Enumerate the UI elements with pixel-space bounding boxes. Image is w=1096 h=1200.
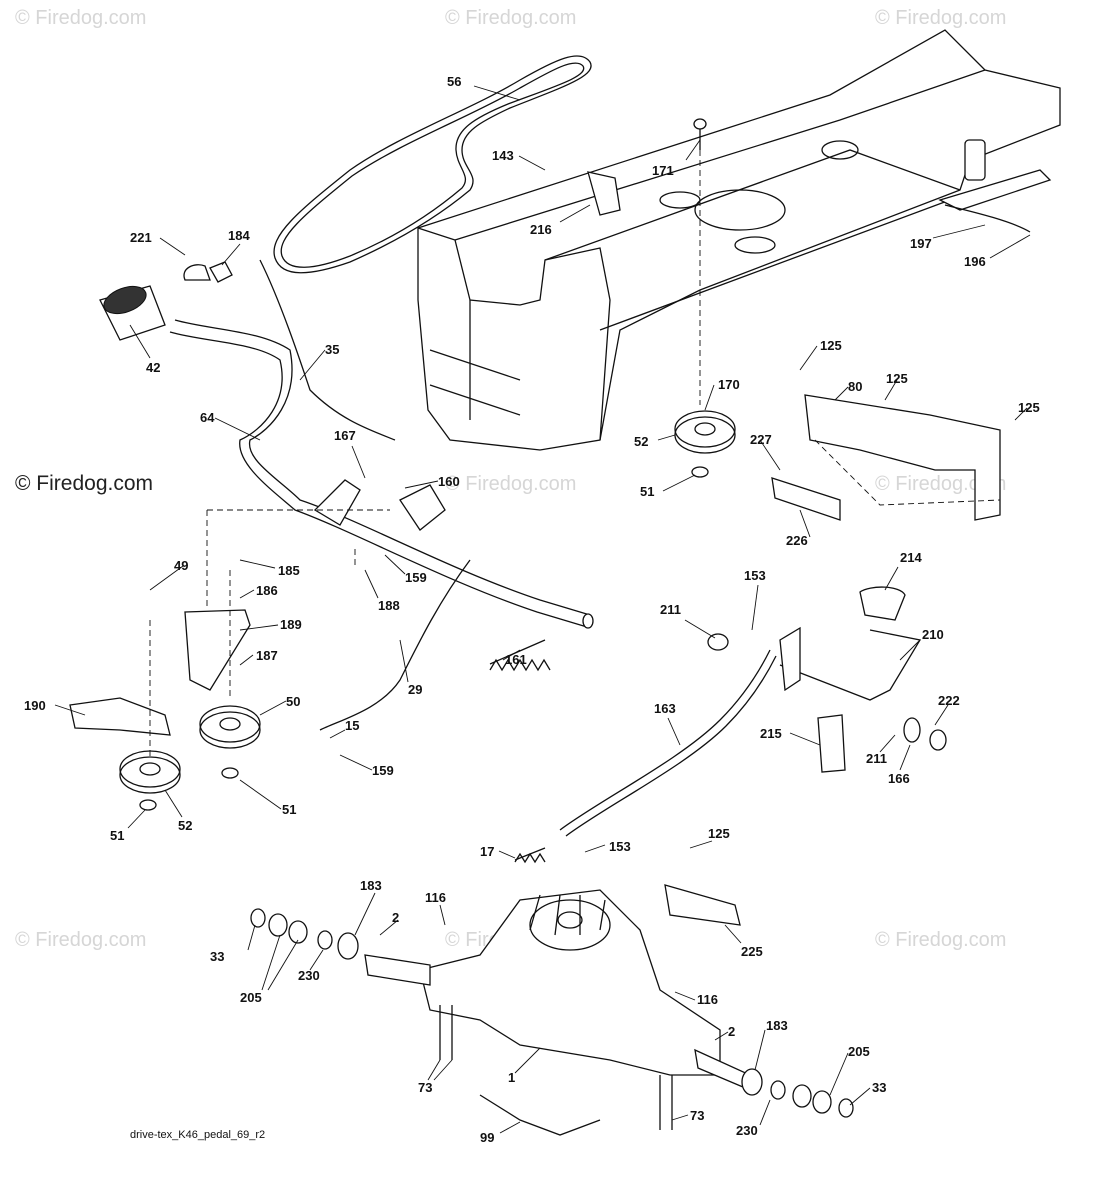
axle-hardware-drawing xyxy=(250,908,854,1130)
callout-64: 64 xyxy=(200,410,215,425)
callout-51-c: 51 xyxy=(110,828,124,843)
callout-125-d: 125 xyxy=(708,826,730,841)
alignment-lines xyxy=(149,150,1001,760)
callout-226: 226 xyxy=(786,533,808,548)
watermark-main: © Firedog.com xyxy=(15,472,153,495)
callout-184: 184 xyxy=(228,228,250,243)
callout-42: 42 xyxy=(146,360,160,375)
callout-159-b: 159 xyxy=(372,763,394,778)
lever-assembly-drawing xyxy=(99,259,594,731)
callout-214: 214 xyxy=(900,550,922,565)
callout-230-b: 230 xyxy=(736,1123,758,1138)
callout-196: 196 xyxy=(964,254,986,269)
callout-labels: 56 143 171 216 221 184 42 35 64 167 160 … xyxy=(24,74,1040,1145)
watermark-bottom-right: © Firedog.com xyxy=(875,929,1006,951)
callout-186: 186 xyxy=(256,583,278,598)
callout-185: 185 xyxy=(278,563,300,578)
callout-183-a: 183 xyxy=(360,878,382,893)
callout-167: 167 xyxy=(334,428,356,443)
callout-125-a: 125 xyxy=(820,338,842,353)
callout-216: 216 xyxy=(530,222,552,237)
callout-73-b: 73 xyxy=(690,1108,704,1123)
tractor-frame-drawing xyxy=(417,29,1061,451)
callout-73-a: 73 xyxy=(418,1080,432,1095)
drawing-id: drive-tex_K46_pedal_69_r2 xyxy=(130,1129,265,1141)
callout-2-a: 2 xyxy=(392,910,399,925)
watermark-bottom-left: © Firedog.com xyxy=(15,929,146,951)
callout-205-a: 205 xyxy=(240,990,262,1005)
callout-187: 187 xyxy=(256,648,278,663)
callout-52-a: 52 xyxy=(634,434,648,449)
watermark-top-right: © Firedog.com xyxy=(875,7,1006,29)
callout-52-b: 52 xyxy=(178,818,192,833)
callout-125-b: 125 xyxy=(886,371,908,386)
callout-125-c: 125 xyxy=(1018,400,1040,415)
callout-35: 35 xyxy=(325,342,339,357)
callout-161: 161 xyxy=(505,652,527,667)
pedal-assembly-drawing xyxy=(489,586,947,861)
bracket-drawing xyxy=(771,394,1001,521)
callout-205-b: 205 xyxy=(848,1044,870,1059)
callout-189: 189 xyxy=(280,617,302,632)
callout-210: 210 xyxy=(922,627,944,642)
callout-197: 197 xyxy=(910,236,932,251)
callout-190: 190 xyxy=(24,698,46,713)
transaxle-drawing xyxy=(364,884,751,1136)
callout-222: 222 xyxy=(938,693,960,708)
callout-116-b: 116 xyxy=(697,992,718,1007)
callout-227: 227 xyxy=(750,432,772,447)
callout-159-a: 159 xyxy=(405,570,427,585)
callout-225: 225 xyxy=(741,944,763,959)
callout-50: 50 xyxy=(286,694,300,709)
callout-15: 15 xyxy=(345,718,359,733)
callout-143: 143 xyxy=(492,148,514,163)
callout-49: 49 xyxy=(174,558,188,573)
leader-lines xyxy=(54,85,1031,1134)
callout-29: 29 xyxy=(408,682,422,697)
callout-80: 80 xyxy=(848,379,862,394)
callout-153-a: 153 xyxy=(744,568,766,583)
callout-211-a: 211 xyxy=(660,602,681,617)
callout-188: 188 xyxy=(378,598,400,613)
callout-2-b: 2 xyxy=(728,1024,735,1039)
callout-51-b: 51 xyxy=(282,802,296,817)
callout-230-a: 230 xyxy=(298,968,320,983)
callout-166: 166 xyxy=(888,771,910,786)
callout-171: 171 xyxy=(652,163,674,178)
watermark-top-left: © Firedog.com xyxy=(15,7,146,29)
callout-153-b: 153 xyxy=(609,839,631,854)
drive-belt-drawing xyxy=(273,55,592,274)
small-parts-drawing xyxy=(489,118,1031,864)
watermark-mid-right: © Firedog.com xyxy=(875,473,1006,495)
callout-99: 99 xyxy=(480,1130,494,1145)
watermark-mid-center: © Firedog.com xyxy=(445,473,576,495)
watermark-top-center: © Firedog.com xyxy=(445,7,576,29)
callout-116-a: 116 xyxy=(425,890,446,905)
callout-160: 160 xyxy=(438,474,460,489)
callout-1: 1 xyxy=(508,1070,515,1085)
callout-215: 215 xyxy=(760,726,782,741)
callout-51-a: 51 xyxy=(640,484,654,499)
callout-163: 163 xyxy=(654,701,676,716)
callout-183-b: 183 xyxy=(766,1018,788,1033)
callout-33-a: 33 xyxy=(210,949,224,964)
callout-56: 56 xyxy=(447,74,461,89)
callout-33-b: 33 xyxy=(872,1080,886,1095)
callout-17: 17 xyxy=(480,844,494,859)
callout-211-b: 211 xyxy=(866,751,887,766)
callout-221: 221 xyxy=(130,230,152,245)
pulleys-drawing xyxy=(69,410,736,811)
callout-170: 170 xyxy=(718,377,740,392)
